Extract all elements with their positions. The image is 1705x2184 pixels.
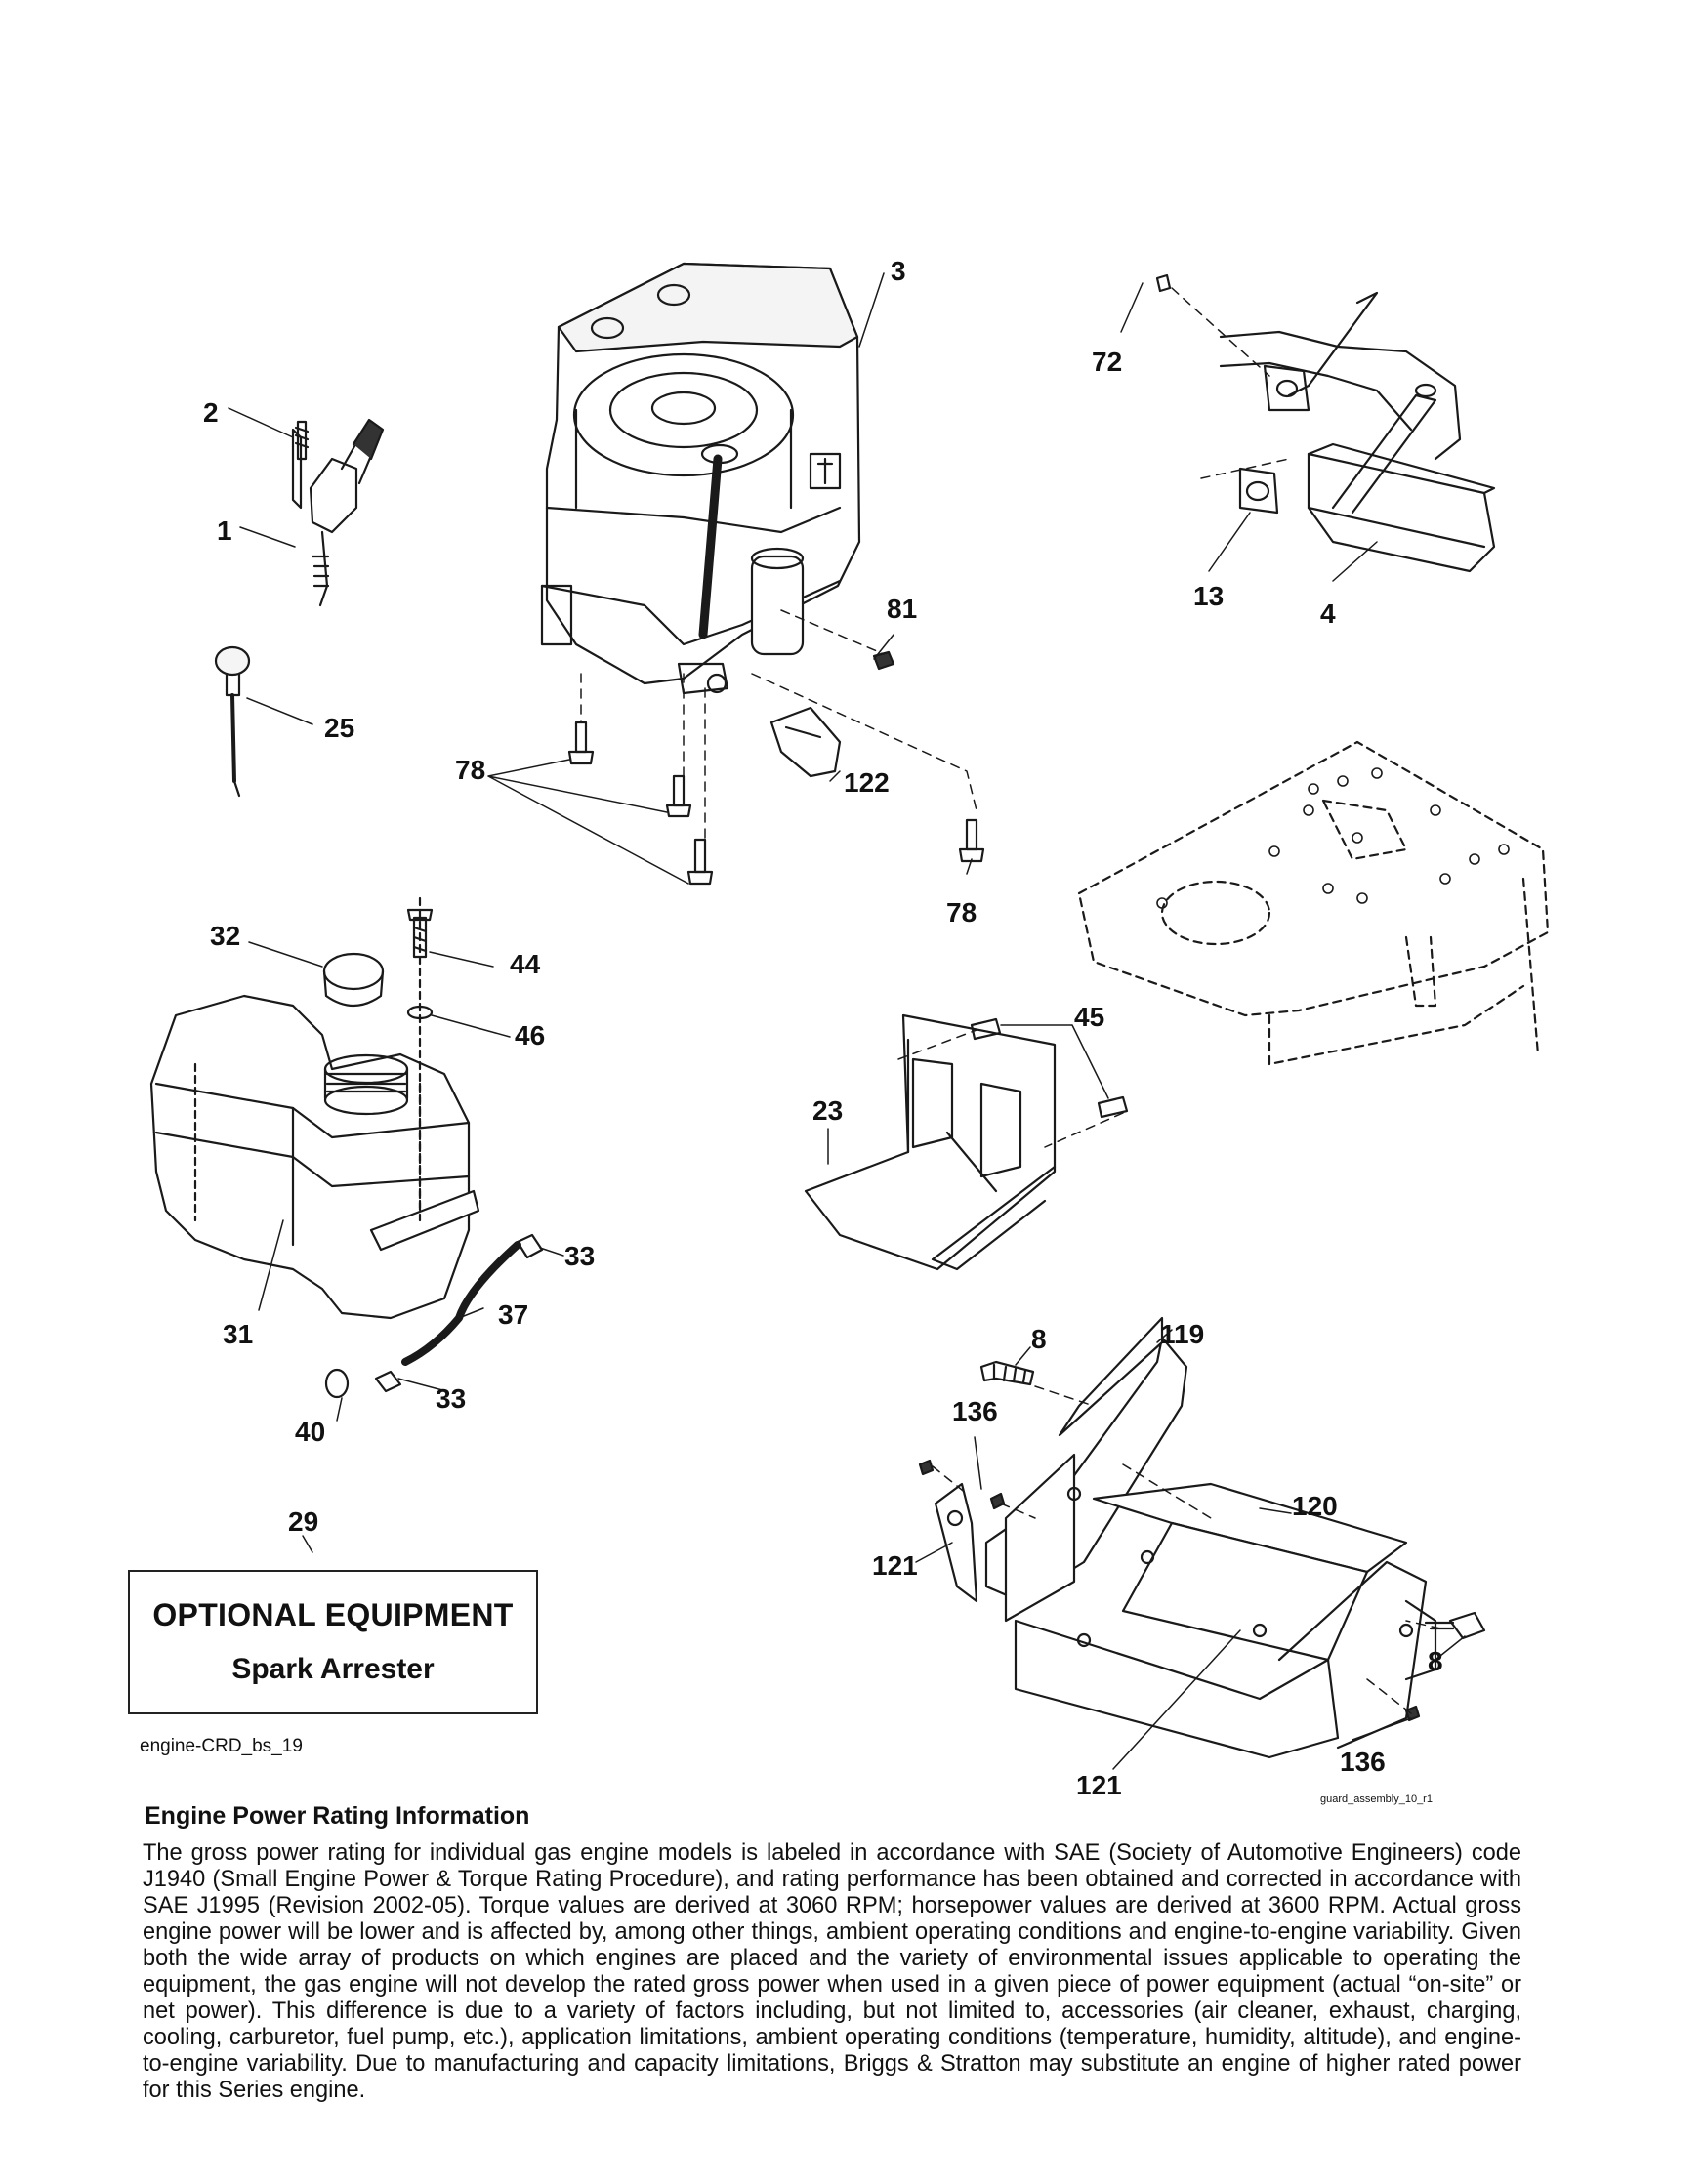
callout-81: 81	[887, 594, 918, 624]
callout-33-lower: 33	[436, 1383, 467, 1414]
engine-shield-part	[804, 1013, 1057, 1271]
tank-screw-part	[406, 908, 434, 1020]
callout-72: 72	[1092, 347, 1123, 377]
gas-tank-part	[149, 994, 480, 1320]
callout-136-lower: 136	[1340, 1747, 1386, 1777]
shield-bolts-part	[970, 1017, 1129, 1119]
optional-equipment-box: OPTIONAL EQUIPMENT Spark Arrester	[128, 1570, 538, 1714]
callout-78: 78	[455, 755, 486, 785]
callout-121-lower: 121	[1076, 1770, 1122, 1800]
gas-tank-dashes	[193, 896, 422, 1222]
callout-136: 136	[952, 1396, 998, 1426]
callout-31: 31	[223, 1319, 254, 1349]
rating-heading: Engine Power Rating Information	[145, 1802, 530, 1830]
chassis-holes	[1156, 767, 1510, 909]
callout-2: 2	[203, 397, 219, 428]
engine-bolts-part	[567, 650, 985, 886]
callout-8-right: 8	[1428, 1646, 1443, 1676]
gas-cap-part	[322, 952, 385, 1007]
muffler-part	[1155, 273, 1496, 573]
callout-78-right: 78	[946, 897, 977, 927]
spark-arrester-label: Spark Arrester	[231, 1653, 435, 1685]
chassis-plate-part	[1077, 740, 1550, 1066]
callout-25: 25	[324, 713, 355, 743]
callout-119: 119	[1160, 1319, 1205, 1349]
callout-1: 1	[217, 515, 232, 546]
callout-46: 46	[515, 1020, 546, 1051]
engine-figure-caption: engine-CRD_bs_19	[140, 1736, 303, 1756]
callout-4: 4	[1320, 598, 1336, 629]
guard-bolts-part	[918, 1360, 1486, 1722]
callout-120: 120	[1292, 1491, 1338, 1521]
callout-13: 13	[1193, 581, 1225, 611]
callout-45: 45	[1074, 1002, 1105, 1032]
callout-44: 44	[510, 949, 541, 979]
callout-3: 3	[891, 256, 906, 286]
leader-lines	[228, 272, 1466, 1770]
assembly-dashes	[580, 287, 1441, 1714]
guard-assembly-part	[934, 1316, 1437, 1759]
callout-32: 32	[210, 921, 241, 951]
callout-121: 121	[872, 1550, 918, 1581]
guard-figure-caption: guard_assembly_10_r1	[1320, 1793, 1433, 1805]
callout-33: 33	[564, 1241, 596, 1271]
muffler-bracket-part	[1287, 291, 1379, 397]
callout-29: 29	[288, 1506, 319, 1537]
choke-knob-part	[214, 645, 251, 798]
callout-8: 8	[1031, 1324, 1047, 1354]
small-shield-part	[769, 706, 842, 778]
engine-part	[540, 262, 861, 695]
throttle-control-part	[291, 418, 385, 607]
callout-23: 23	[812, 1095, 844, 1126]
callout-37: 37	[498, 1299, 529, 1330]
optional-equipment-title: OPTIONAL EQUIPMENT	[152, 1597, 514, 1632]
callout-122: 122	[844, 767, 890, 798]
rating-paragraph: The gross power rating for individual ga…	[143, 1840, 1521, 2103]
callout-40: 40	[295, 1417, 326, 1447]
